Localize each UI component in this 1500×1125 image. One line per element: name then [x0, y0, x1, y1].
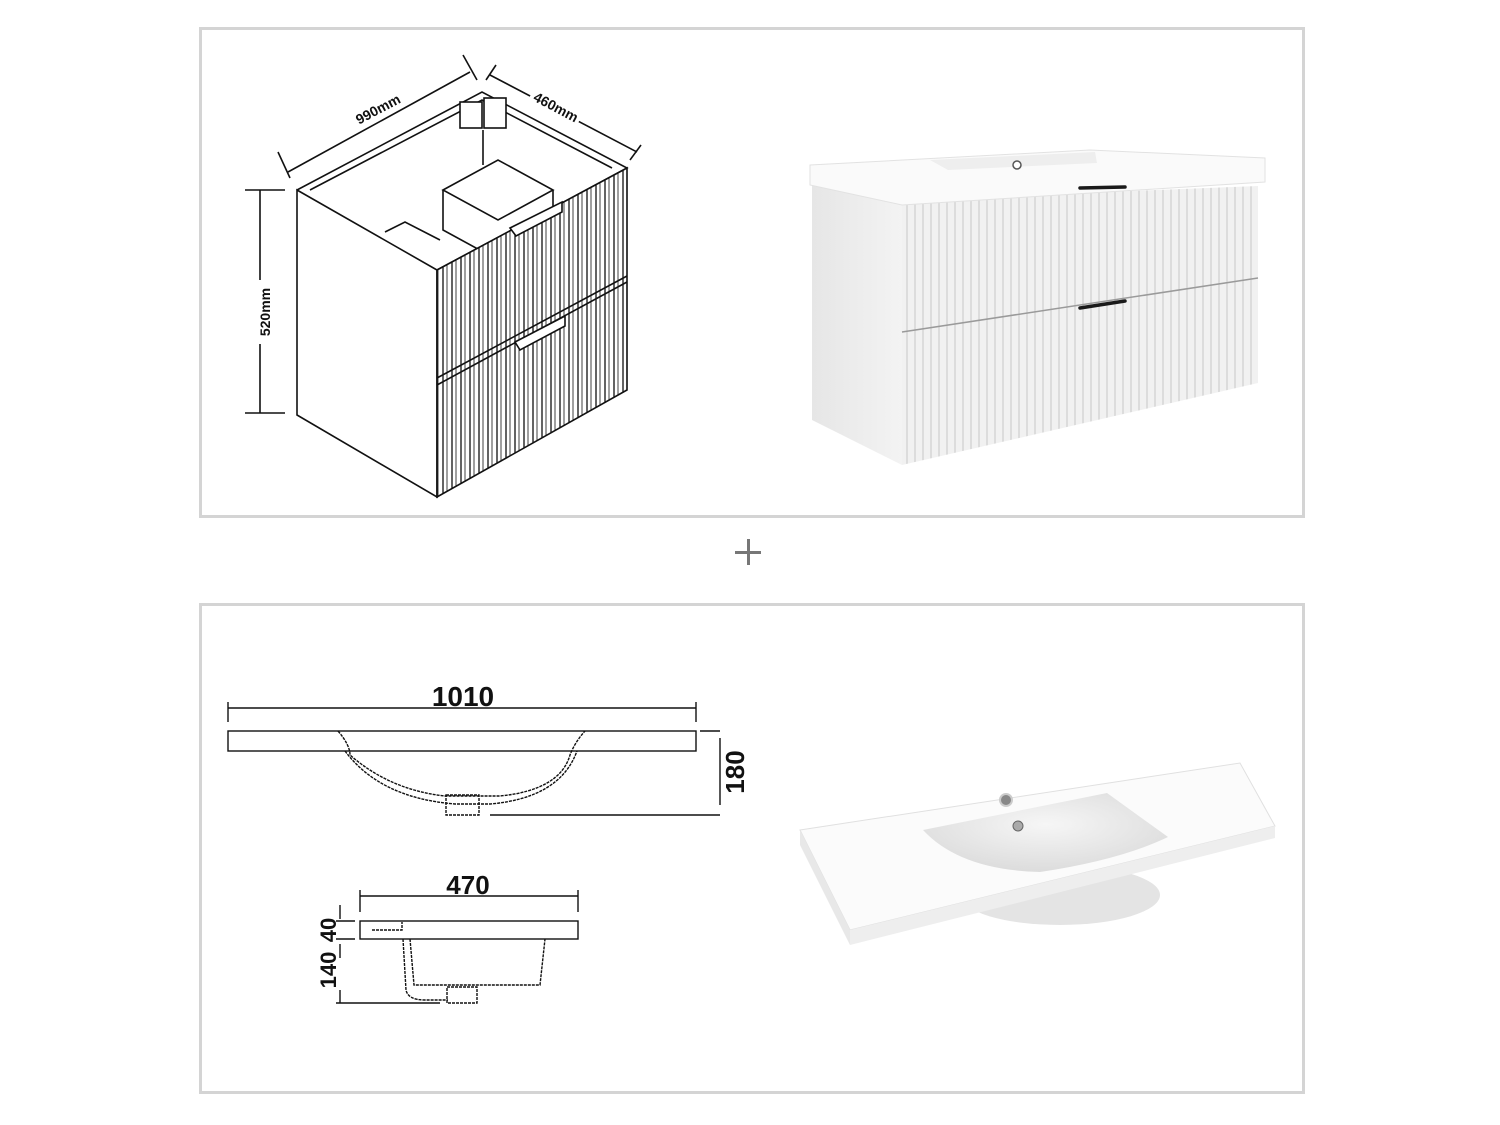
basin-side-drawing: [336, 890, 579, 1004]
basin-render: [799, 762, 1276, 945]
basin-slab-label: 40: [316, 918, 341, 942]
cabinet-height-label: 520mm: [257, 288, 273, 336]
cabinet-render: [809, 149, 1266, 465]
basin-front-drawing: [227, 702, 721, 816]
basin-width-label: 1010: [432, 681, 494, 712]
basin-bowl-label: 140: [316, 952, 341, 989]
basin-depth-label: 470: [446, 870, 489, 900]
cabinet-line-drawing: [245, 54, 642, 499]
basin-height-label: 180: [720, 750, 750, 793]
plus-icon: [733, 537, 763, 567]
